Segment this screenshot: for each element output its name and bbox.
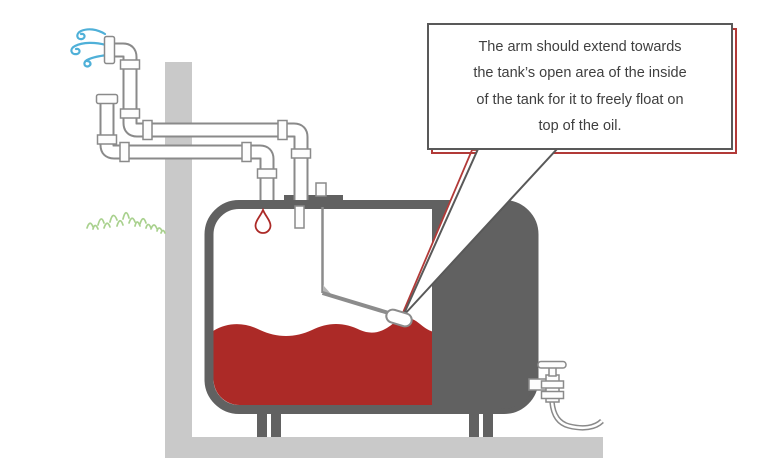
ground	[165, 437, 603, 458]
oil-drop-icon	[254, 207, 272, 234]
callout-text-line: The arm should extend towards	[478, 38, 682, 55]
vent-outlet-flange	[103, 35, 116, 65]
pipe-coupling	[256, 168, 278, 179]
callout-text-line: top of the oil.	[538, 118, 622, 134]
vent-pipe	[103, 35, 312, 200]
grass-tuft-icon	[86, 211, 166, 234]
pipe-coupling	[119, 108, 141, 119]
pipe-coupling	[142, 119, 153, 141]
tank-leg	[271, 409, 281, 437]
pipe-coupling	[241, 141, 252, 163]
tank-leg	[257, 409, 267, 437]
tank-leg	[469, 409, 479, 437]
wall	[165, 62, 192, 458]
oil-fill	[213, 317, 436, 405]
callout-text-line: of the tank for it to freely float on	[476, 91, 684, 108]
valve-collar	[540, 390, 565, 400]
valve-collar	[540, 380, 565, 389]
fill-pipe	[95, 93, 278, 200]
vent-pipe-interior-stub	[294, 205, 305, 229]
callout-text-line: the tank’s open area of the inside	[473, 65, 687, 81]
tank-leg	[483, 409, 493, 437]
pipe-coupling	[96, 134, 118, 145]
pipe-coupling	[119, 59, 141, 70]
drain-assembly	[528, 360, 604, 431]
float-arm	[321, 291, 393, 316]
valve-handle	[537, 360, 567, 369]
float-gauge	[321, 207, 393, 316]
air-swirls-icon	[70, 28, 109, 68]
pipe-coupling	[290, 148, 312, 159]
drain-hose	[549, 401, 604, 431]
tank-top-stub-fitting	[315, 182, 327, 197]
tank-top-fitting-plate	[284, 195, 343, 206]
fill-inlet-flange	[95, 93, 119, 105]
pipe-coupling	[277, 119, 288, 141]
pipe-coupling	[119, 141, 130, 163]
tank-legs	[257, 409, 493, 437]
callout-box: The arm should extend towards the tank’s…	[427, 23, 733, 150]
drain-valve	[528, 360, 567, 403]
